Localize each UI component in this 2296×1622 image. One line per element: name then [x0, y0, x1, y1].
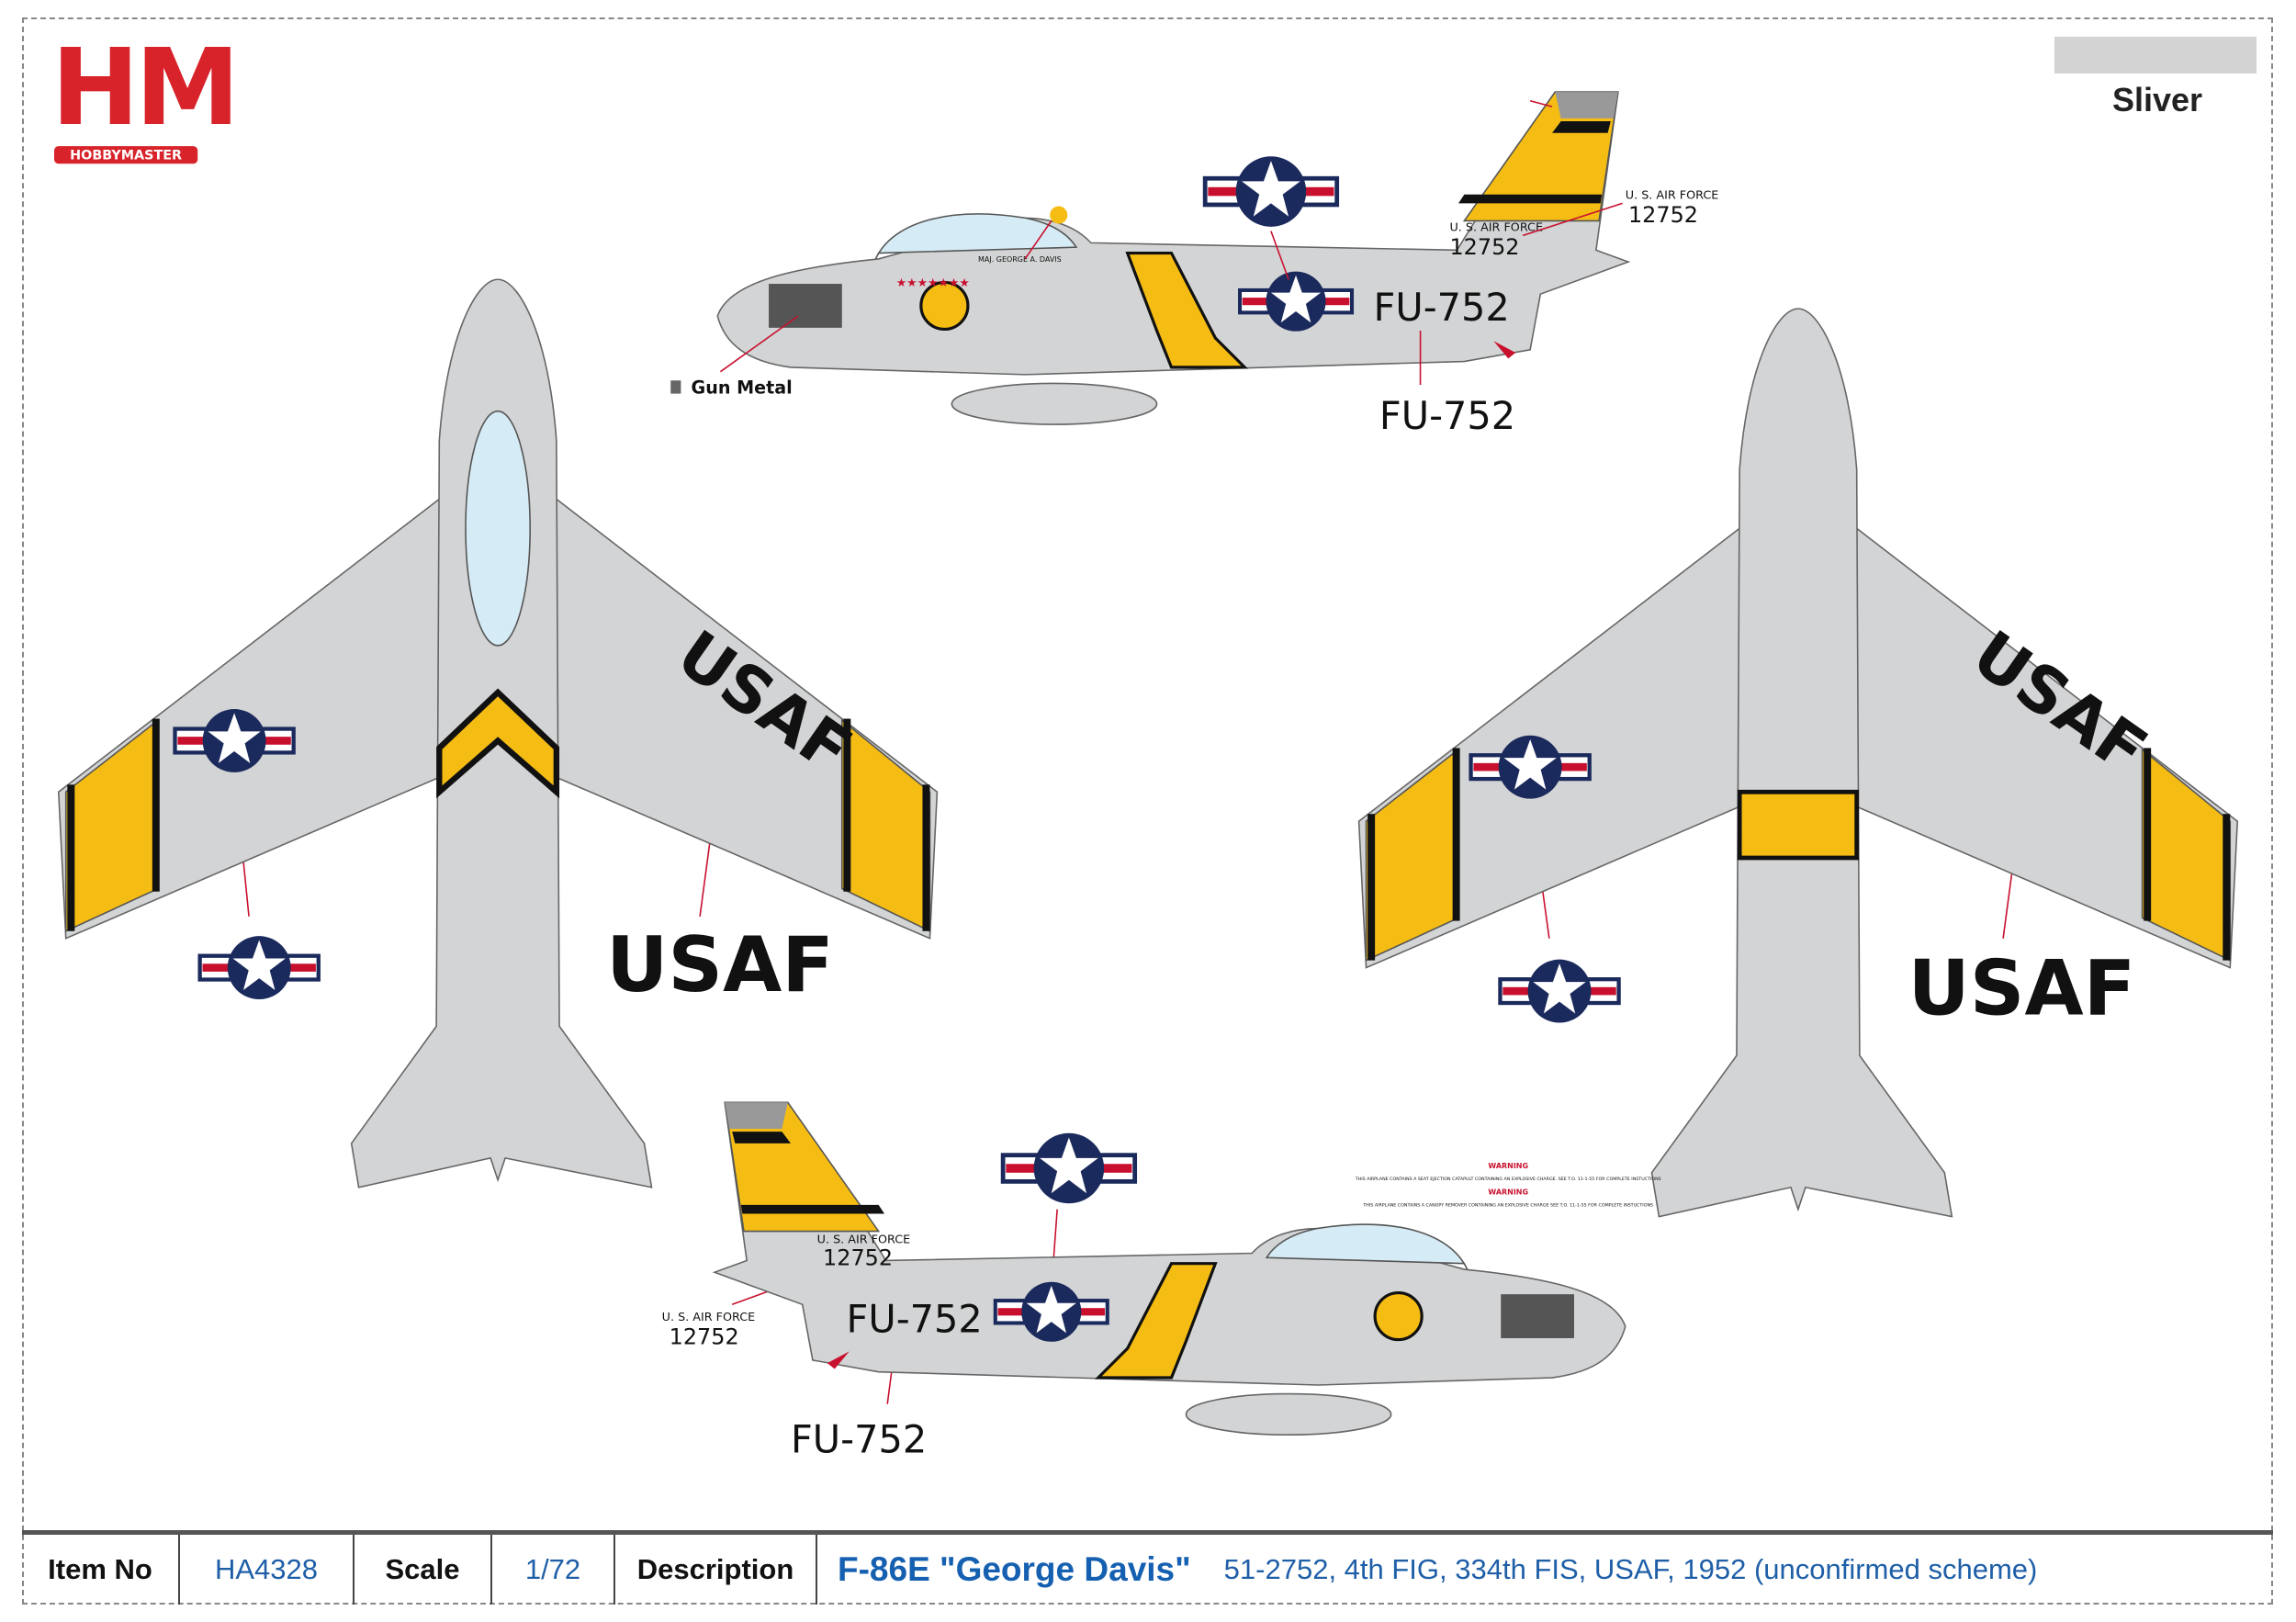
fuselage-code-top: FU-752: [1374, 286, 1510, 330]
fu752-callout-bottom: FU-752: [791, 1417, 927, 1461]
usaf-callout-left: USAF: [606, 920, 834, 1009]
tail-serial: 12752: [1449, 234, 1519, 260]
item-no-label: Item No: [22, 1535, 180, 1605]
svg-text:HM: HM: [51, 27, 236, 150]
svg-text:THIS AIRPLANE CONTAINS A SEAT: THIS AIRPLANE CONTAINS A SEAT EJECTION C…: [1355, 1177, 1661, 1182]
tail-serial-callout-label: U. S. AIR FORCE: [1626, 189, 1719, 203]
tail-serial-callout: 12752: [1628, 202, 1698, 228]
svg-text:WARNING: WARNING: [1488, 1188, 1528, 1197]
svg-text:★★★★★★★: ★★★★★★★: [896, 276, 970, 290]
decal-circle: [1050, 206, 1068, 224]
tail-serial-label: U. S. AIR FORCE: [1449, 221, 1543, 235]
roundel-callout-left: [200, 936, 319, 999]
tail-serial-callout-bottom: 12752: [670, 1324, 739, 1349]
svg-text:HOBBYMASTER: HOBBYMASTER: [70, 148, 182, 163]
usaf-callout-right: USAF: [1908, 944, 2135, 1033]
scale-label: Scale: [355, 1535, 492, 1605]
gun-metal-label: Gun Metal: [692, 377, 793, 399]
page-border: [22, 17, 2273, 1605]
tail-serial-label-bottom: U. S. AIR FORCE: [817, 1233, 911, 1246]
svg-text:WARNING: WARNING: [1488, 1162, 1528, 1170]
item-no-value: HA4328: [180, 1535, 355, 1605]
pilot-name: MAJ. GEORGE A. DAVIS: [978, 255, 1062, 264]
hobbymaster-logo: HM HOBBYMASTER: [51, 27, 240, 164]
svg-text:THIS AIRPLANE CONTAINS A CANOP: THIS AIRPLANE CONTAINS A CANOPY REMOVER …: [1362, 1202, 1653, 1208]
belly-band: [1737, 789, 1860, 861]
model-title: F-86E "George Davis": [838, 1550, 1191, 1588]
sliver-label: Sliver: [2112, 81, 2203, 118]
fuselage-code-bottom: FU-752: [847, 1298, 983, 1342]
fuselage-chevron: [436, 688, 560, 799]
kill-marks: ★★★★★★★: [896, 276, 970, 290]
sliver-swatch: [2054, 37, 2257, 73]
tail-serial-callout-label-bottom: U. S. AIR FORCE: [662, 1311, 756, 1324]
warning-stencil: WARNING THIS AIRPLANE CONTAINS A SEAT EJ…: [1355, 1162, 1661, 1208]
roundel-callout-bottom: [1003, 1133, 1134, 1204]
model-subtitle: 51-2752, 4th FIG, 334th FIS, USAF, 1952 …: [1223, 1553, 2038, 1585]
fu752-callout-top: FU-752: [1379, 394, 1515, 438]
gun-metal-swatch: [670, 380, 681, 394]
description-label: Description: [615, 1535, 817, 1605]
roundel-callout-right: [1500, 960, 1618, 1023]
scale-value: 1/72: [492, 1535, 615, 1605]
roundel-callout-top: [1205, 156, 1336, 227]
info-footer: Item No HA4328 Scale 1/72 Description F-…: [22, 1530, 2273, 1605]
canopy-top-view: [465, 410, 531, 647]
tail-serial-bottom: 12752: [823, 1245, 893, 1270]
description: F-86E "George Davis" 51-2752, 4th FIG, 3…: [817, 1535, 2273, 1605]
